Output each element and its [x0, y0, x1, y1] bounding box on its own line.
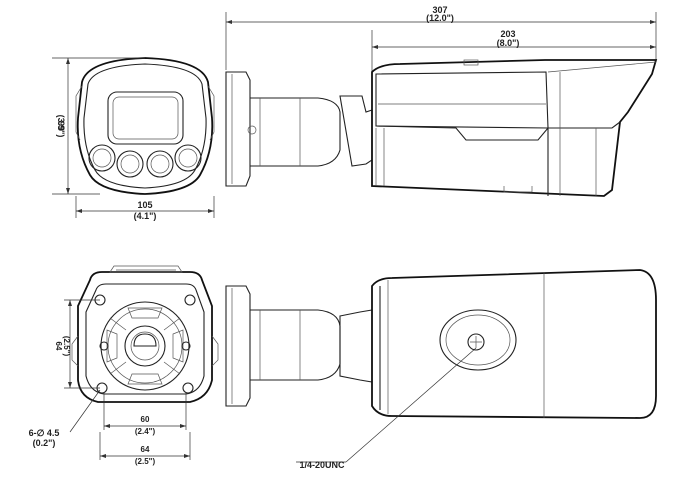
- base-width-in: (2.5"): [135, 457, 156, 466]
- front-view: [75, 57, 215, 195]
- thread-spec: 1/4-20UNC: [299, 460, 345, 470]
- total-length-mm: 307: [432, 5, 447, 15]
- body-length-mm: 203: [500, 29, 515, 39]
- front-width-dimension: 105 (4.1"): [75, 196, 215, 221]
- mount-view: [71, 265, 219, 403]
- hole-spec-in: (0.2"): [33, 438, 56, 448]
- front-width-in: (4.1"): [134, 211, 157, 221]
- hole-spec: 6-∅ 4.5: [29, 428, 60, 438]
- mount-height-in: (2.5"): [62, 336, 71, 357]
- hole-spec-callout: 6-∅ 4.5 (0.2"): [29, 389, 101, 448]
- underside-view: [225, 269, 657, 419]
- base-width-dimension: 64 (2.5"): [99, 432, 191, 466]
- front-height-dimension: 99 (3.9"): [52, 57, 145, 195]
- front-width-mm: 105: [137, 200, 152, 210]
- body-length-in: (8.0"): [497, 38, 520, 48]
- base-width-mm: 64: [141, 445, 150, 454]
- thread-callout: 1/4-20UNC: [296, 347, 477, 470]
- mount-height-mm: 64: [54, 342, 63, 351]
- total-length-in: (12.0"): [426, 13, 454, 23]
- body-length-dimension: 203 (8.0"): [371, 29, 656, 72]
- height-mm: 99: [56, 121, 66, 131]
- hole-spacing-mm: 60: [141, 415, 150, 424]
- mount-height-dimension: 64 (2.5"): [54, 299, 100, 389]
- side-view: [225, 59, 658, 197]
- overall-length-dimension: 307 (12.0"): [225, 5, 657, 70]
- hole-spacing-dimension: 60 (2.4"): [103, 392, 187, 436]
- hole-spacing-in: (2.4"): [135, 427, 156, 436]
- height-in: (3.9"): [56, 115, 66, 138]
